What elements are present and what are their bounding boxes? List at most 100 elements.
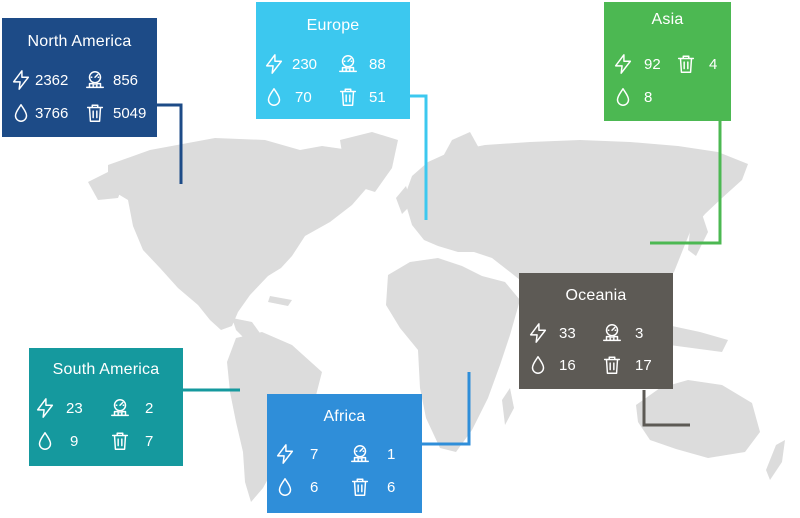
water-value: 8 (644, 88, 653, 106)
trash-icon (351, 478, 369, 496)
region-title: North America (27, 33, 132, 50)
stat-gas: 2 (109, 397, 153, 419)
landmass-new-zealand (766, 440, 785, 480)
stat-gas: 1 (349, 443, 395, 465)
continents (88, 132, 785, 502)
gas-value: 2 (145, 399, 154, 417)
stat-energy: 7 (274, 443, 318, 465)
energy-value: 230 (292, 55, 318, 73)
water-value: 9 (70, 432, 79, 450)
gas-meter-icon (339, 55, 357, 73)
gas-meter-icon (603, 324, 621, 342)
region-card-africa: Africa 7 1 6 6 (267, 394, 422, 513)
stat-gas: 88 (337, 53, 386, 75)
water-drop-icon (531, 356, 545, 374)
region-title: Africa (323, 408, 366, 425)
trash-icon (86, 104, 104, 122)
gas-meter-icon (111, 399, 129, 417)
energy-value: 23 (66, 399, 83, 417)
region-title: South America (52, 361, 160, 378)
landmass-eurasia (404, 140, 748, 302)
region-card-south-america: South America 23 2 9 7 (29, 348, 183, 466)
energy-value: 2362 (35, 71, 69, 89)
landmass-australia (636, 380, 760, 458)
water-value: 6 (310, 478, 319, 496)
waste-value: 51 (369, 88, 386, 106)
waste-value: 17 (635, 356, 652, 374)
energy-value: 7 (310, 445, 319, 463)
lightning-icon (12, 70, 30, 90)
stat-gas: 856 (84, 69, 138, 91)
lightning-icon (276, 444, 294, 464)
stat-water: 3766 (10, 102, 68, 124)
gas-value: 3 (635, 324, 644, 342)
lightning-icon (36, 398, 54, 418)
gas-value: 856 (113, 71, 139, 89)
waste-value: 7 (145, 432, 154, 450)
landmass-africa (386, 258, 520, 452)
stat-water: 9 (34, 430, 78, 452)
stat-water: 16 (527, 354, 576, 376)
gas-meter-icon (351, 445, 369, 463)
waste-value: 5049 (113, 104, 147, 122)
landmass-scandinavia (440, 132, 480, 180)
region-title: Asia (651, 11, 684, 28)
connector-north-america (157, 103, 183, 184)
landmass-north-america (108, 138, 375, 330)
landmass-madagascar (502, 388, 514, 425)
water-drop-icon (38, 432, 52, 450)
lightning-icon (529, 323, 547, 343)
connector-europe (410, 94, 428, 220)
trash-icon (339, 88, 357, 106)
landmass-caribbean (268, 296, 292, 306)
connector-asia (650, 120, 722, 245)
stat-waste: 6 (349, 476, 395, 498)
connector-oceania (642, 390, 690, 427)
stat-waste: 4 (675, 53, 717, 75)
water-value: 16 (559, 356, 576, 374)
water-value: 3766 (35, 104, 69, 122)
stat-water: 8 (612, 86, 652, 108)
stat-energy: 2362 (10, 69, 68, 91)
stat-waste: 5049 (84, 102, 146, 124)
water-drop-icon (14, 104, 28, 122)
waste-value: 4 (709, 55, 718, 73)
region-card-asia: Asia 92 4 8 (604, 2, 731, 121)
region-title: Europe (306, 17, 360, 34)
gas-value: 1 (387, 445, 396, 463)
landmass-greenland (340, 132, 398, 192)
region-card-north-america: North America 2362 856 3766 5049 (2, 18, 157, 137)
stat-water: 70 (263, 86, 312, 108)
water-drop-icon (616, 88, 630, 106)
landmass-alaska (88, 172, 125, 200)
waste-value: 6 (387, 478, 396, 496)
region-title: Oceania (565, 287, 627, 304)
gas-meter-icon (86, 71, 104, 89)
region-card-europe: Europe 230 88 70 51 (256, 2, 410, 119)
stat-energy: 33 (527, 322, 576, 344)
trash-icon (677, 55, 695, 73)
stat-energy: 92 (612, 53, 661, 75)
stat-waste: 51 (337, 86, 386, 108)
stat-gas: 3 (601, 322, 643, 344)
water-drop-icon (267, 88, 281, 106)
energy-value: 92 (644, 55, 661, 73)
trash-icon (111, 432, 129, 450)
stat-energy: 230 (263, 53, 317, 75)
trash-icon (603, 356, 621, 374)
landmass-britain (396, 186, 412, 214)
water-value: 70 (295, 88, 312, 106)
lightning-icon (265, 54, 283, 74)
lightning-icon (614, 54, 632, 74)
region-card-oceania: Oceania 33 3 16 17 (519, 273, 673, 389)
gas-value: 88 (369, 55, 386, 73)
landmass-japan (688, 214, 708, 256)
stat-energy: 23 (34, 397, 83, 419)
connector-lines (157, 94, 722, 446)
energy-value: 33 (559, 324, 576, 342)
water-drop-icon (278, 478, 292, 496)
stat-waste: 7 (109, 430, 153, 452)
stat-water: 6 (274, 476, 318, 498)
connector-africa (422, 372, 471, 446)
